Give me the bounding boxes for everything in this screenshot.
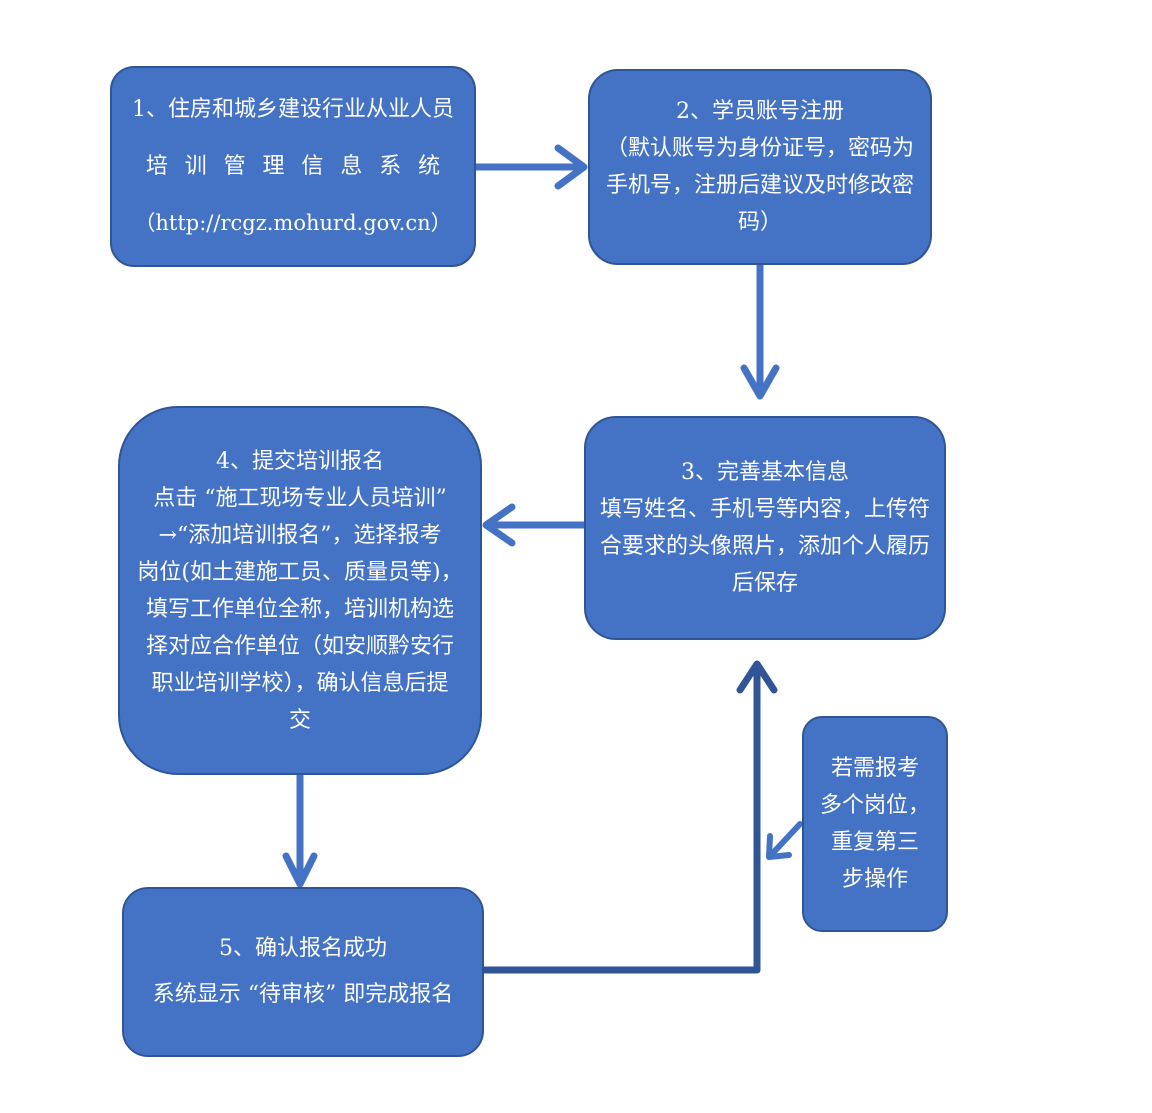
step2-title: 2、学员账号注册 xyxy=(676,99,844,124)
arrow-step1-to-step2 xyxy=(472,144,588,190)
step2-line3: 码） xyxy=(737,210,782,235)
step2-line2: 手机号，注册后建议及时修改密 xyxy=(605,173,914,198)
arrow-step4-to-step5 xyxy=(282,771,318,888)
step4-title: 4、提交培训报名 xyxy=(216,448,384,474)
step3-box: 3、完善基本信息 填写姓名、手机号等内容，上传符 合要求的头像照片，添加个人履历… xyxy=(584,416,946,640)
step5-line1: 系统显示 “待审核” 即完成报名 xyxy=(152,982,454,1007)
step4-line1: 点击 “施工现场专业人员培训” xyxy=(153,485,447,511)
step3-line2: 合要求的头像照片，添加个人履历 xyxy=(599,534,930,559)
note-box: 若需报考 多个岗位， 重复第三 步操作 xyxy=(802,716,948,932)
step1-line2: 培 训 管 理 信 息 系 统 xyxy=(145,154,441,179)
step1-url: （http://rcgz.mohurd.gov.cn） xyxy=(134,211,452,235)
step3-line3: 后保存 xyxy=(731,571,798,596)
note-line2: 多个岗位， xyxy=(819,793,930,818)
step2-box: 2、学员账号注册 （默认账号为身份证号，密码为 手机号，注册后建议及时修改密 码… xyxy=(588,69,932,265)
step1-box: 1、住房和城乡建设行业从业人员 培 训 管 理 信 息 系 统 （http://… xyxy=(110,66,476,267)
note-line4: 步操作 xyxy=(841,867,908,892)
note-line3: 重复第三 xyxy=(830,830,919,855)
arrow-step2-to-step3 xyxy=(740,261,780,400)
arrow-step5-loop-to-step3 xyxy=(480,660,778,974)
step4-box: 4、提交培训报名 点击 “施工现场专业人员培训” →“添加培训报名”，选择报考 … xyxy=(118,406,482,775)
step5-title: 5、确认报名成功 xyxy=(219,936,387,961)
arrow-step3-to-step4 xyxy=(482,503,588,547)
step5-box: 5、确认报名成功 系统显示 “待审核” 即完成报名 xyxy=(122,887,484,1057)
step4-line2: →“添加培训报名”，选择报考 xyxy=(158,522,442,548)
step3-title: 3、完善基本信息 xyxy=(681,460,849,485)
step4-line7: 交 xyxy=(288,707,311,733)
step2-line1: （默认账号为身份证号，密码为 xyxy=(605,136,914,161)
step4-line4: 填写工作单位全称，培训机构选 xyxy=(145,596,454,622)
step4-line6: 职业培训学校），确认信息后提 xyxy=(151,670,449,696)
step4-line3: 岗位(如土建施工员、质量员等)， xyxy=(137,559,463,585)
note-line1: 若需报考 xyxy=(830,756,919,781)
arrow-note-to-loop xyxy=(766,821,803,860)
step4-line5: 择对应合作单位（如安顺黔安行 xyxy=(145,633,454,659)
step1-line1: 1、住房和城乡建设行业从业人员 xyxy=(132,97,454,122)
step3-line1: 填写姓名、手机号等内容，上传符 xyxy=(599,497,930,522)
